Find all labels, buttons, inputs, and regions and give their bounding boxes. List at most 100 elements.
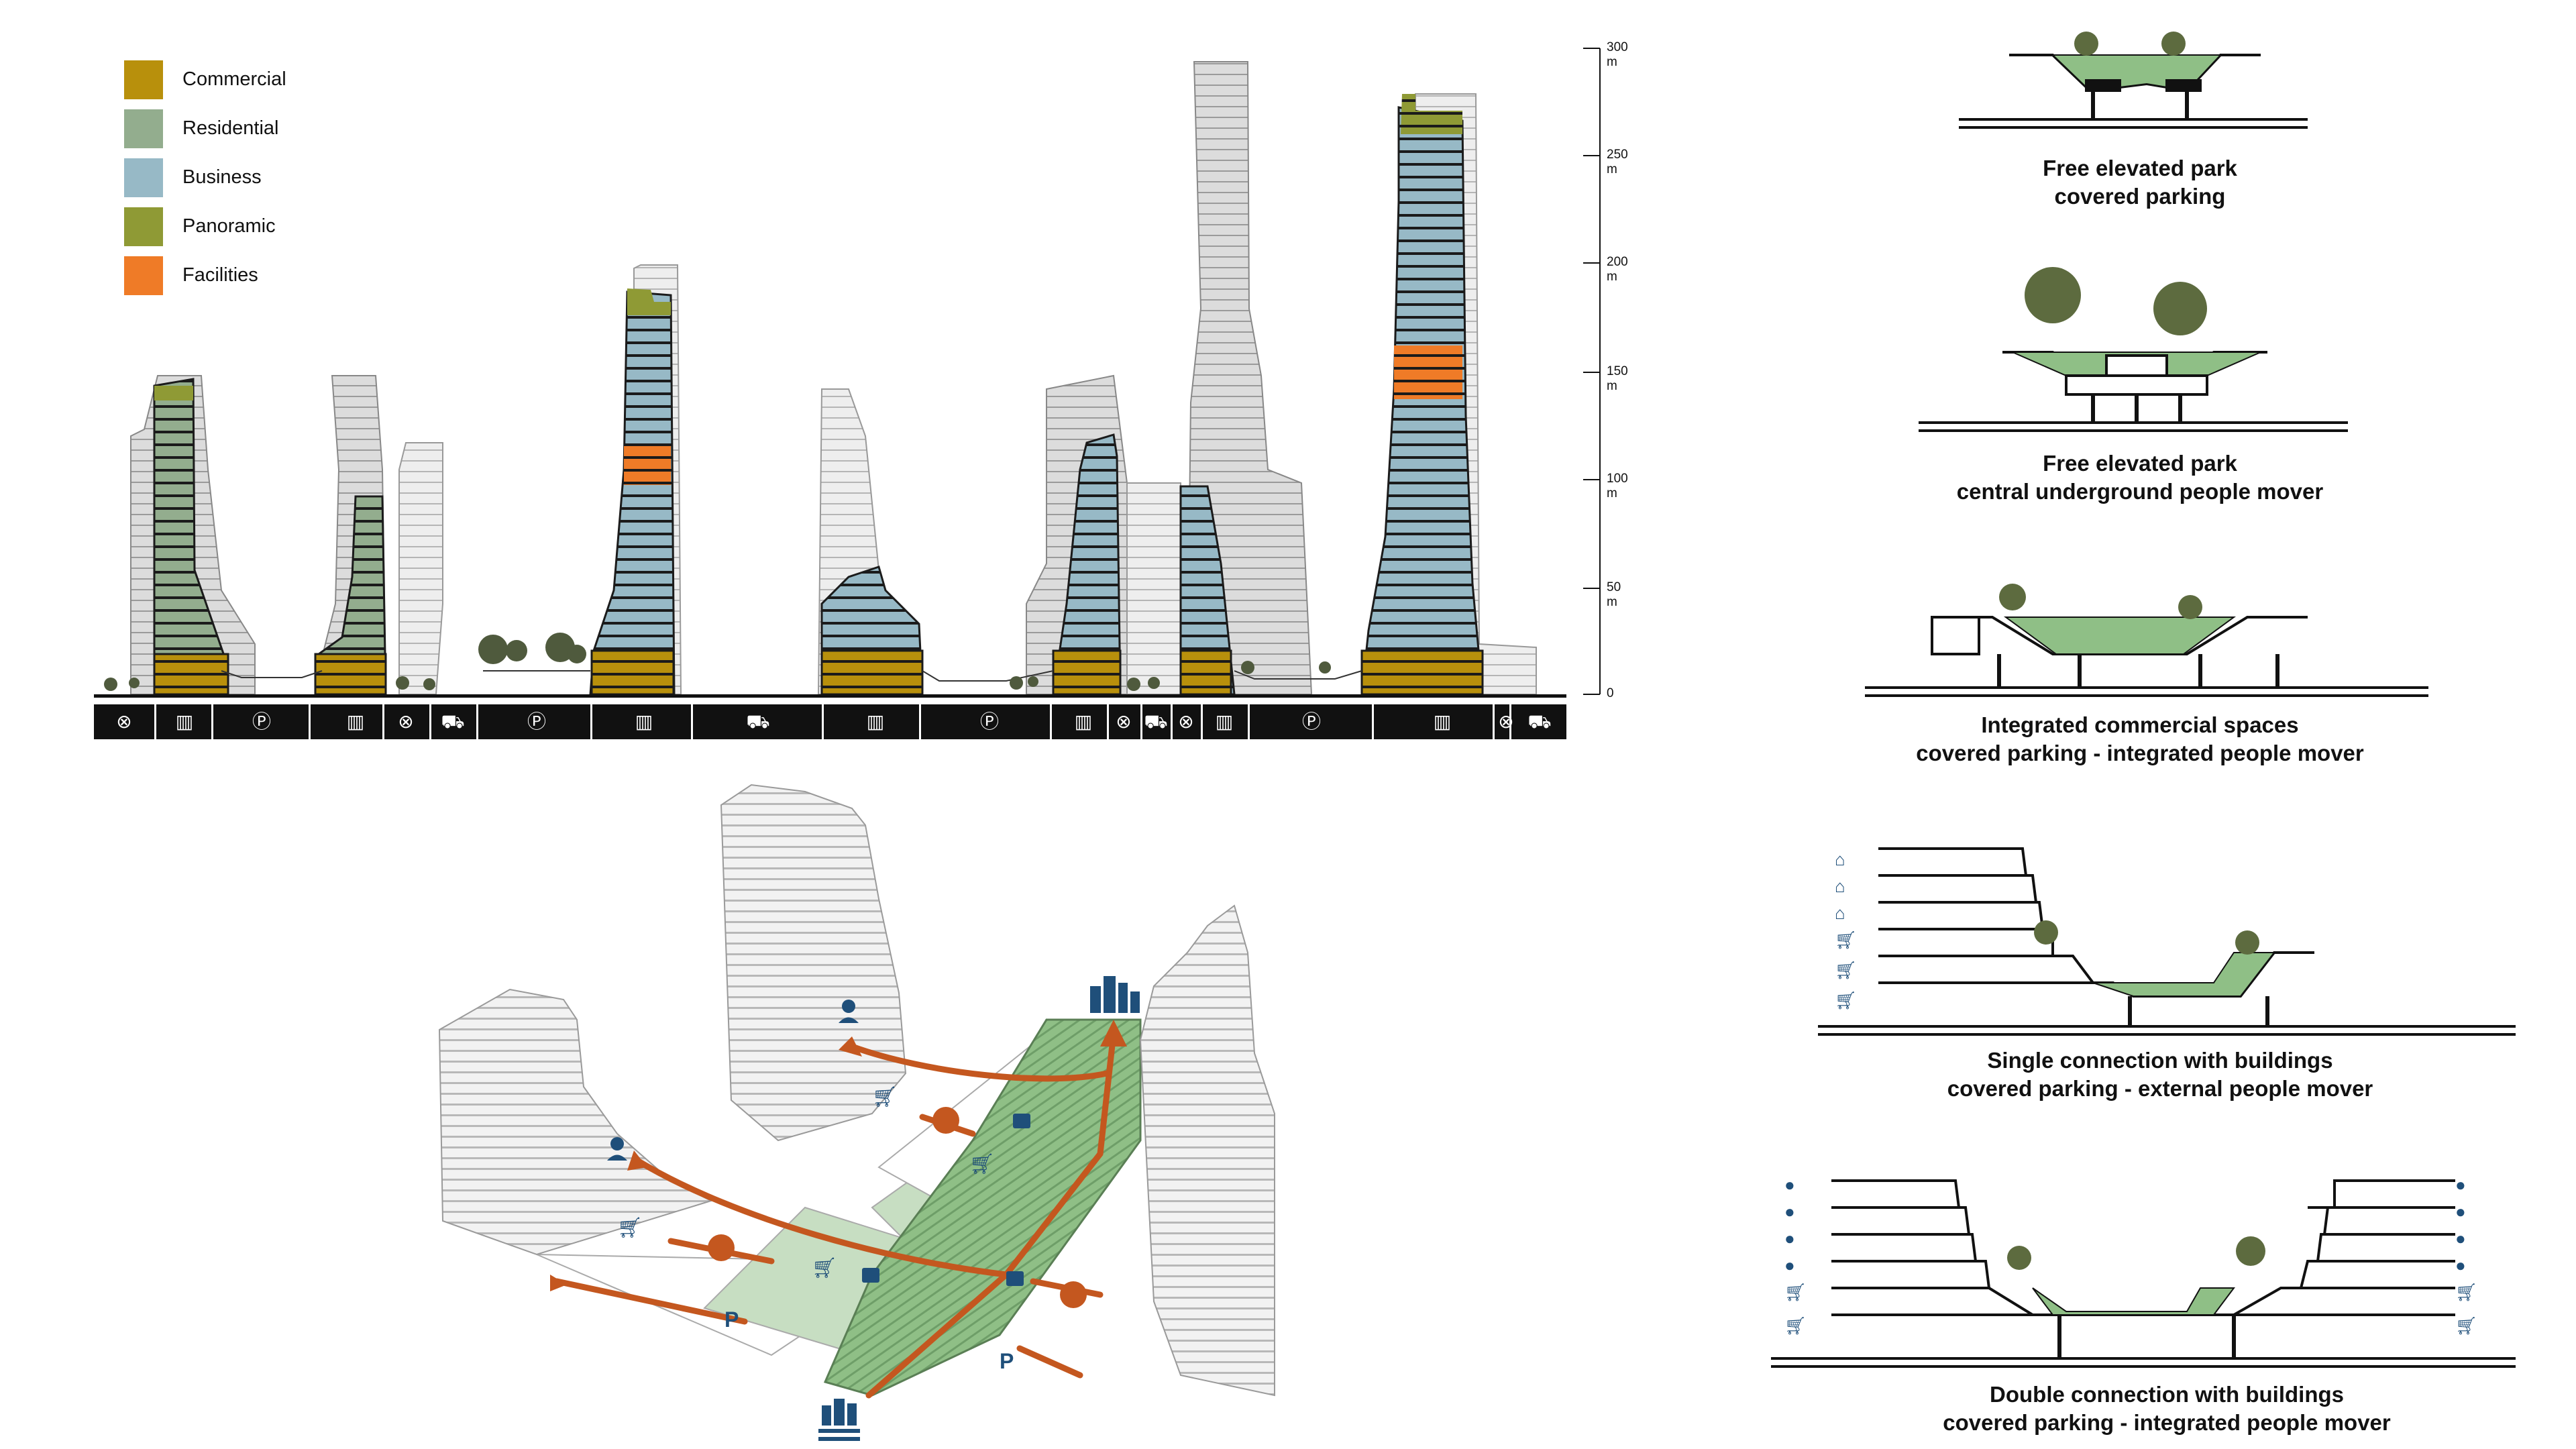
ground-line — [94, 694, 1566, 698]
bus-icons — [862, 1114, 1030, 1286]
legend-swatch — [124, 60, 163, 99]
car-icon: ⛟ — [441, 710, 465, 733]
svg-text:●: ● — [2455, 1255, 2466, 1275]
legend-swatch — [124, 158, 163, 197]
section-subtitle: covered parking - integrated people move… — [1916, 741, 2364, 765]
section-trees — [1999, 32, 2265, 1270]
section-building-icons: ⌂⌂⌂ 🛒︎🛒︎🛒︎ ●●●● 🛒︎🛒︎ ●●●● 🛒︎🛒︎ — [1784, 849, 2477, 1336]
legend-item-business: Business — [124, 153, 286, 202]
no-car-icons — [708, 1107, 1087, 1308]
svg-text:🛒︎: 🛒︎ — [2455, 1316, 2477, 1336]
section-caption-4: Single connection with buildings covered… — [1858, 1046, 2462, 1103]
legend-swatch — [124, 256, 163, 295]
svg-text:🛒︎: 🛒︎ — [2455, 1282, 2477, 1302]
svg-text:P: P — [724, 1307, 739, 1332]
section-title: Free elevated park — [2043, 156, 2237, 180]
svg-text:🛒︎: 🛒︎ — [872, 1086, 898, 1108]
arrow-heads — [550, 1020, 1127, 1291]
section-caption-3: Integrated commercial spaces covered par… — [1838, 711, 2442, 767]
section-title: Double connection with buildings — [1990, 1382, 2344, 1407]
building-icon: ▥ — [1433, 710, 1452, 733]
section-caption-1: Free elevated park covered parking — [1838, 154, 2442, 211]
wheel-icon: ⊗ — [116, 710, 132, 733]
building-icon: ▥ — [1215, 710, 1234, 733]
svg-text:●: ● — [1784, 1228, 1795, 1248]
wheel-icon: ⊗ — [398, 710, 414, 733]
parking-icon: Ⓟ — [979, 710, 999, 733]
svg-text:🛒︎: 🛒︎ — [1784, 1316, 1807, 1336]
parking-icon: Ⓟ — [527, 710, 546, 733]
section-subtitle: covered parking - integrated people move… — [1943, 1410, 2391, 1435]
car-icon: ⛟ — [1144, 710, 1168, 733]
svg-text:⌂: ⌂ — [1835, 903, 1845, 923]
building-east — [1139, 904, 1275, 1397]
tower-business-2 — [820, 566, 924, 696]
legend-swatch — [124, 109, 163, 148]
section-5-drawing — [1771, 1179, 2516, 1368]
section-title: Free elevated park — [2043, 451, 2237, 476]
central-park-strip — [823, 1018, 1142, 1397]
tick-label: 200 m — [1607, 255, 1628, 284]
legend-swatch — [124, 207, 163, 246]
svg-text:●: ● — [2455, 1228, 2466, 1248]
legend: Commercial Residential Business Panorami… — [124, 55, 286, 300]
svg-text:P: P — [1000, 1349, 1014, 1373]
car-icon: ⛟ — [1527, 710, 1552, 733]
svg-text:⌂: ⌂ — [1835, 849, 1845, 869]
legend-label: Commercial — [182, 68, 286, 90]
tower-residential-2 — [314, 495, 387, 696]
building-icon: ▥ — [346, 710, 365, 733]
building-icon: ▥ — [866, 710, 885, 733]
city-icon — [1090, 976, 1140, 1013]
legend-item-panoramic: Panoramic — [124, 202, 286, 251]
parking-icons: P P — [724, 1307, 1014, 1373]
svg-text:🛒︎: 🛒︎ — [969, 1153, 995, 1175]
tick-label: 0 — [1607, 686, 1614, 700]
svg-text:🛒︎: 🛒︎ — [812, 1257, 837, 1279]
svg-text:🛒︎: 🛒︎ — [1835, 960, 1857, 980]
svg-text:●: ● — [1784, 1255, 1795, 1275]
svg-text:●: ● — [2455, 1175, 2466, 1195]
svg-text:🛒︎: 🛒︎ — [617, 1217, 643, 1239]
legend-label: Business — [182, 166, 262, 188]
section-2-drawing — [1919, 351, 2348, 432]
legend-item-facilities: Facilities — [124, 251, 286, 300]
legend-label: Panoramic — [182, 215, 276, 237]
svg-text:●: ● — [1784, 1175, 1795, 1195]
parking-icon: Ⓟ — [252, 710, 271, 733]
tower-residential-1 — [153, 378, 229, 696]
section-caption-2: Free elevated park central underground p… — [1838, 449, 2442, 506]
tick-label: 150 m — [1607, 364, 1628, 393]
legend-label: Residential — [182, 117, 279, 139]
svg-text:🛒︎: 🛒︎ — [1784, 1282, 1807, 1302]
section-caption-5: Double connection with buildings covered… — [1865, 1381, 2469, 1437]
building-icon: ▥ — [635, 710, 653, 733]
section-title: Integrated commercial spaces — [1981, 712, 2299, 737]
legend-label: Facilities — [182, 264, 258, 286]
legend-item-commercial: Commercial — [124, 55, 286, 104]
infrastructure-icon-bar: ⊗ ▥ Ⓟ ▥ ⊗ ⛟ Ⓟ ▥ ⛟ ▥ Ⓟ ▥ ⊗ ⛟ ⊗ ▥ Ⓟ ▥ ⊗ ⛟ — [94, 704, 1566, 739]
section-title: Single connection with buildings — [1987, 1048, 2333, 1073]
tick-label: 250 m — [1607, 148, 1628, 176]
car-icon: ⛟ — [746, 710, 770, 733]
building-icon: ▥ — [1074, 710, 1093, 733]
person-icons — [607, 1000, 859, 1161]
svg-text:⌂: ⌂ — [1835, 876, 1845, 896]
tower-business-5 — [1360, 94, 1484, 696]
trees — [104, 633, 1331, 691]
parking-icon: Ⓟ — [1301, 710, 1321, 733]
svg-text:🛒︎: 🛒︎ — [1835, 990, 1857, 1010]
tick-label: 300 m — [1607, 40, 1628, 69]
section-subtitle: covered parking — [2054, 184, 2226, 209]
tick-label: 100 m — [1607, 472, 1628, 500]
svg-text:●: ● — [1784, 1201, 1795, 1222]
height-scale-axis — [1583, 48, 1601, 695]
section-4-drawing — [1818, 847, 2516, 1036]
building-icon: ▥ — [175, 710, 194, 733]
section-subtitle: central underground people mover — [1956, 479, 2324, 504]
section-1-drawing — [1959, 54, 2308, 129]
tick-label: 50 m — [1607, 580, 1621, 609]
